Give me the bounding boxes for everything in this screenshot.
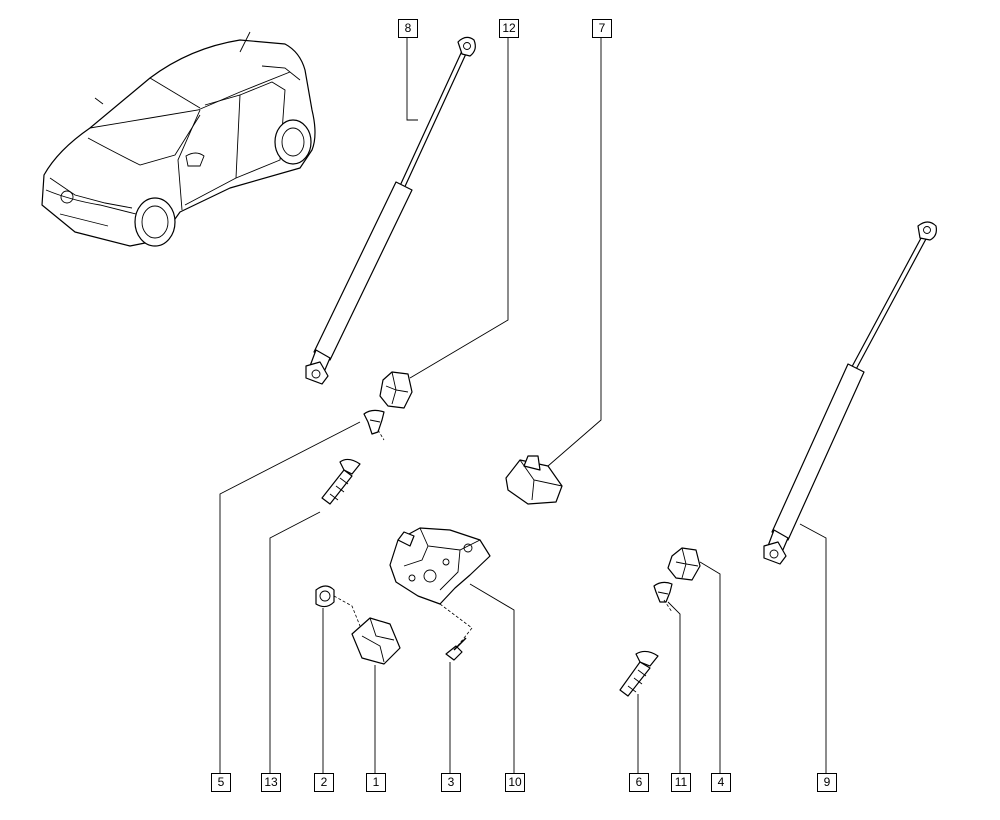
callout-8[interactable]: 8	[398, 19, 418, 38]
screw	[445, 637, 467, 661]
callout-2[interactable]: 2	[314, 773, 334, 792]
callout-13[interactable]: 13	[261, 773, 281, 792]
callout-3[interactable]: 3	[441, 773, 461, 792]
callout-10[interactable]: 10	[505, 773, 525, 792]
clip-lower	[653, 581, 673, 603]
callout-11[interactable]: 11	[671, 773, 691, 792]
gas-strut-left	[305, 36, 476, 385]
fir-tree-pin-right	[619, 650, 659, 697]
ball-stud-upper	[379, 371, 413, 409]
tailgate-switch	[505, 455, 563, 505]
callout-9[interactable]: 9	[817, 773, 837, 792]
callout-7[interactable]: 7	[592, 19, 612, 38]
clip-upper	[363, 409, 385, 435]
callout-6[interactable]: 6	[629, 773, 649, 792]
nut	[315, 585, 335, 608]
callout-4[interactable]: 4	[711, 773, 731, 792]
ball-stud-lower	[667, 547, 701, 581]
callout-12[interactable]: 12	[499, 19, 519, 38]
callout-5[interactable]: 5	[211, 773, 231, 792]
gas-strut-right	[763, 221, 937, 565]
striker	[351, 617, 401, 665]
callout-1[interactable]: 1	[366, 773, 386, 792]
fir-tree-pin-left	[321, 458, 361, 505]
tailgate-lock	[389, 527, 491, 605]
car-illustration	[41, 31, 316, 247]
leader-lines	[219, 36, 827, 775]
